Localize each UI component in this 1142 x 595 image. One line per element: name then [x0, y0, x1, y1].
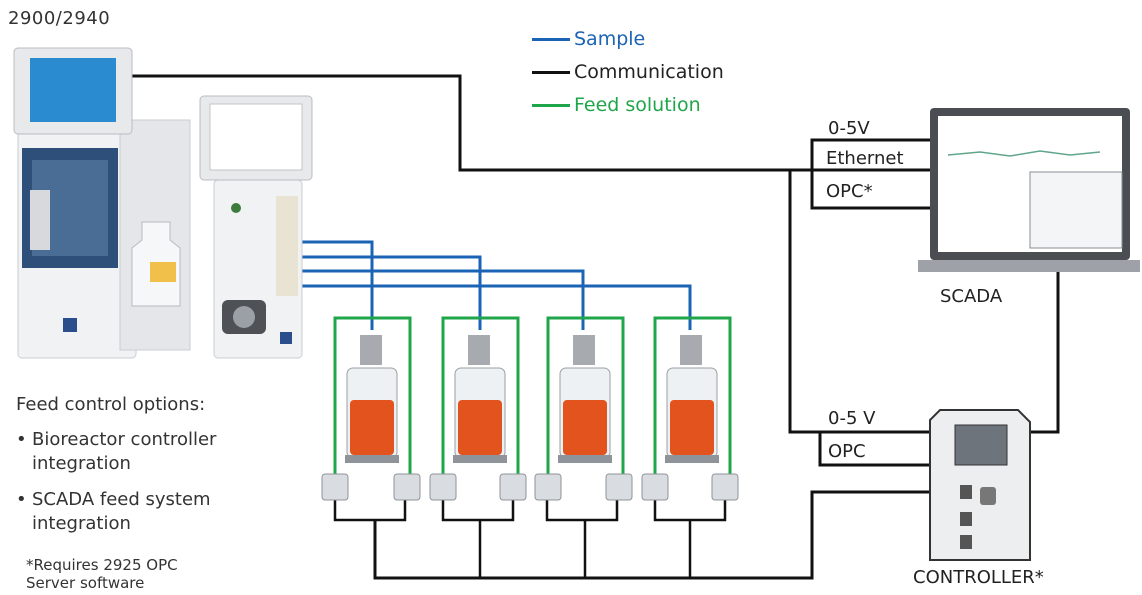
bioreactor-head	[468, 335, 490, 365]
feed-option-1-line-2: integration	[32, 453, 131, 474]
feed-option-2-line-2: integration	[32, 513, 131, 534]
page-title: 2900/2940	[8, 8, 111, 29]
legend-swatch-feed	[532, 104, 570, 107]
controller-screen	[954, 424, 1008, 466]
feed-option-lines: SCADA feed system integration	[32, 488, 211, 536]
pump-bus-1	[333, 500, 407, 522]
feed-pump	[534, 473, 562, 501]
scada-conn-0-5v: 0-5V	[828, 118, 870, 139]
footnote-line-2: Server software	[26, 574, 145, 592]
scada-laptop	[918, 108, 1140, 272]
feed-loop-3	[546, 316, 625, 478]
feed-option-item: • SCADA feed system integration	[16, 488, 256, 536]
legend-swatch-communication	[532, 71, 570, 74]
bioreactor-liquid	[458, 400, 502, 455]
bullet-dot: •	[16, 429, 27, 450]
module-2940-screen	[209, 103, 303, 171]
bioreactor-base	[665, 455, 719, 463]
controller-port	[960, 535, 972, 549]
controller-switch	[980, 487, 996, 505]
feed-pump	[321, 473, 349, 501]
legend-label-feed: Feed solution	[574, 94, 701, 116]
legend-swatch-sample	[532, 38, 570, 41]
analyzer-2900-bottle-label	[150, 262, 176, 282]
pump-bus-3	[545, 500, 619, 522]
bioreactor-head	[360, 335, 382, 365]
scada-conn-opc: OPC*	[826, 181, 873, 202]
footnote: *Requires 2925 OPC Server software	[26, 556, 178, 592]
feed-pump	[711, 473, 739, 501]
bioreactor-head	[680, 335, 702, 365]
sample-line-1	[300, 240, 374, 330]
bioreactor-1	[345, 335, 399, 463]
pump-bus	[333, 500, 727, 578]
controller-conn-0-5v: 0-5 V	[828, 408, 876, 429]
laptop-base	[918, 260, 1140, 272]
module-2940-knob	[231, 203, 241, 213]
controller-label: CONTROLLER*	[913, 567, 1044, 588]
comm-box-scada	[810, 138, 940, 210]
module-2940-tube-panel	[276, 196, 298, 296]
controller-port	[960, 485, 972, 499]
legend-label-sample: Sample	[574, 28, 646, 50]
bioreactor-liquid	[350, 400, 394, 455]
feed-loop-1	[333, 316, 412, 478]
bioreactor-3	[558, 335, 612, 463]
sample-line-4	[300, 284, 692, 330]
bioreactor-liquid	[563, 400, 607, 455]
feed-loop-4	[653, 316, 732, 478]
analyzer-2900-logo	[63, 318, 77, 332]
controller-device	[929, 409, 1031, 561]
comm-line-analyzer-to-scada	[130, 74, 940, 172]
bioreactor-base	[453, 455, 507, 463]
bioreactor-base	[558, 455, 612, 463]
ysi-2940-module	[199, 95, 313, 359]
sample-line-2	[300, 255, 482, 330]
comm-scada-down-to-controller	[1030, 272, 1060, 434]
controller-port	[960, 512, 972, 526]
feed-pump	[641, 473, 669, 501]
scada-label: SCADA	[940, 286, 1003, 307]
bioreactor-head	[573, 335, 595, 365]
bioreactor-4	[665, 335, 719, 463]
feed-option-item: • Bioreactor controller integration	[16, 428, 256, 476]
sample-line-3	[300, 269, 585, 330]
feed-pump	[393, 473, 421, 501]
feed-options-list: • Bioreactor controller integration • SC…	[16, 428, 256, 536]
feed-pump	[499, 473, 527, 501]
bioreactor-2	[453, 335, 507, 463]
feed-option-lines: Bioreactor controller integration	[32, 428, 216, 476]
analyzer-2900-slot	[30, 190, 50, 250]
controller-conn-opc: OPC	[828, 441, 866, 462]
feed-pumps	[321, 473, 739, 501]
module-2940-pump-rotor	[233, 306, 255, 328]
laptop-screen-table	[1029, 171, 1123, 249]
footnote-line-1: *Requires 2925 OPC	[26, 556, 178, 574]
comm-box-controller	[818, 430, 940, 467]
pump-bus-4	[653, 500, 727, 522]
analyzer-2900-screen	[30, 58, 116, 122]
laptop-screen-trace	[947, 150, 1101, 157]
comm-pumps-bus	[373, 490, 940, 580]
pump-bus-2	[441, 500, 515, 522]
sample-lines	[300, 240, 692, 330]
bioreactor-base	[345, 455, 399, 463]
legend-label-communication: Communication	[574, 61, 724, 83]
feed-options-title: Feed control options:	[16, 394, 206, 415]
feed-pump	[429, 473, 457, 501]
legend-item-communication: Communication	[532, 61, 724, 83]
legend-item-sample: Sample	[532, 28, 645, 50]
feed-pump	[605, 473, 633, 501]
feed-loop-2	[441, 316, 520, 478]
ysi-2900-analyzer	[13, 47, 191, 359]
feed-option-2-line-1: SCADA feed system	[32, 489, 211, 510]
legend-item-feed: Feed solution	[532, 94, 701, 116]
feed-lines	[333, 316, 732, 478]
feed-option-1-line-1: Bioreactor controller	[32, 429, 217, 450]
bioreactor-liquid	[670, 400, 714, 455]
scada-conn-ethernet: Ethernet	[826, 148, 904, 169]
module-2940-logo	[280, 332, 292, 344]
bullet-dot: •	[16, 489, 27, 510]
